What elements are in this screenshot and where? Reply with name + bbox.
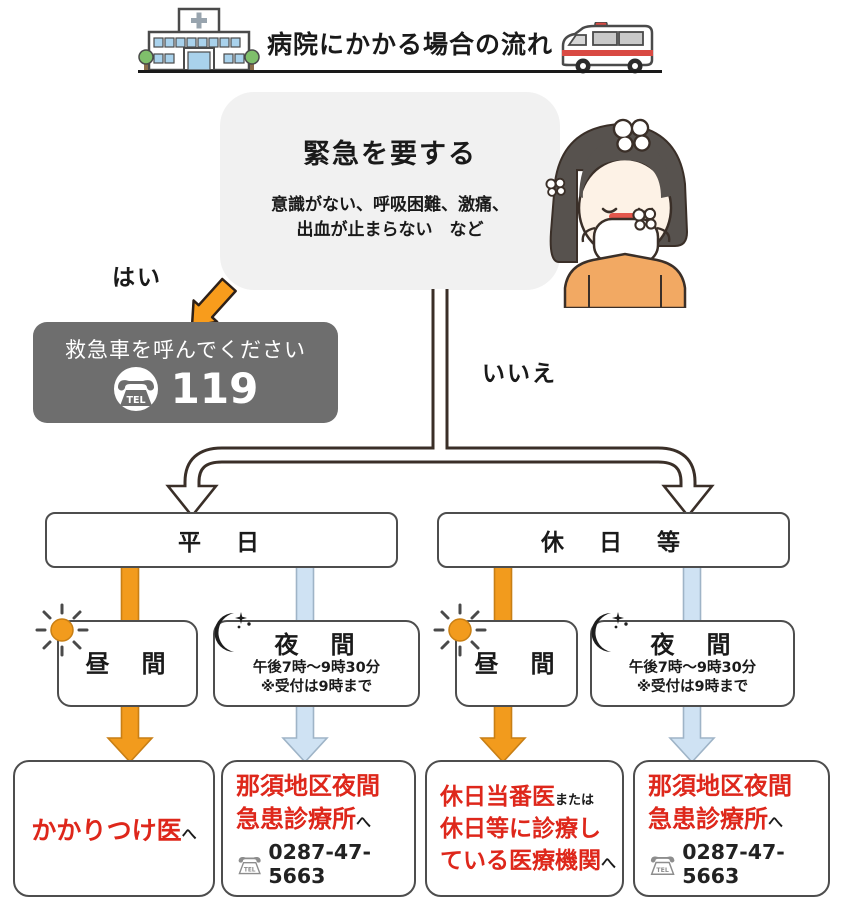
night-clinic-line1: 那須地区夜間 — [236, 771, 380, 800]
holiday-night-destination-box: 那須地区夜間 急患診療所へ TEL 0287-47-5663 — [633, 760, 830, 897]
night-clinic-phone-number: 0287-47-5663 — [682, 839, 785, 888]
telephone-icon-label: TEL — [244, 867, 256, 873]
weekday-daytime-destination-box: かかりつけ医へ — [13, 760, 215, 897]
night-clinic-phone-number: 0287-47-5663 — [268, 839, 371, 888]
holiday-daytime-box: 昼 間 — [455, 620, 578, 707]
night-clinic-phone-row: TEL 0287-47-5663 — [236, 840, 414, 888]
no-label: いいえ — [482, 361, 557, 387]
holiday-daytime-label: 昼 間 — [474, 649, 559, 678]
destination-suffix: へ — [768, 812, 784, 831]
telephone-icon: TEL — [113, 366, 158, 411]
holiday-doctor-note: または — [555, 792, 595, 808]
weekday-box: 平 日 — [45, 512, 398, 568]
yes-arrow — [190, 277, 237, 328]
decision-detail-line1: 意識がない、呼吸困難、激痛、 — [271, 195, 509, 215]
telephone-icon: TEL — [650, 855, 675, 875]
weekday-label: 平 日 — [178, 530, 265, 556]
sick-person-illustration — [549, 122, 689, 308]
telephone-icon: TEL — [238, 856, 261, 874]
page-title: 病院にかかる場合の流れ — [266, 30, 553, 59]
header-underline — [138, 70, 662, 73]
night-clinic-line2-row: 急患診療所へ — [648, 803, 828, 836]
weekday-night-hours: 午後7時～9時30分 — [252, 659, 381, 676]
decision-detail: 意識がない、呼吸困難、激痛、 出血が止まらない など — [220, 193, 560, 243]
destination-suffix: へ — [356, 812, 372, 831]
moon-icon — [591, 612, 628, 652]
night-clinic-line2-row: 急患診療所へ — [236, 803, 414, 836]
yes-label: はい — [112, 265, 162, 291]
destination-text: かかりつけ医へ — [31, 811, 196, 847]
call-ambulance-box: 救急車を呼んでください TEL 119 — [33, 322, 338, 423]
night-clinic-line1: 那須地区夜間 — [648, 771, 792, 800]
weekday-night-label: 夜 間 — [274, 630, 359, 659]
destination-suffix: へ — [181, 824, 197, 843]
night-clinic-line2: 急患診療所 — [648, 804, 768, 833]
decision-bubble: 緊急を要する 意識がない、呼吸困難、激痛、 出血が止まらない など — [220, 92, 560, 290]
weekday-daytime-box: 昼 間 — [57, 620, 198, 707]
ambulance-icon — [561, 22, 654, 74]
holiday-label: 休 日 等 — [541, 530, 686, 556]
holiday-night-hours: 午後7時～9時30分 — [628, 659, 757, 676]
weekday-night-note: ※受付は9時まで — [260, 678, 373, 695]
night-clinic-line2: 急患診療所 — [236, 804, 356, 833]
decision-detail-line2: 出血が止まらない など — [296, 220, 484, 240]
night-clinic-phone-row: TEL 0287-47-5663 — [648, 840, 828, 888]
moon-icon — [214, 612, 251, 652]
holiday-doctor-line2: 休日等に診療し — [440, 815, 601, 842]
telephone-icon-label: TEL — [656, 867, 668, 874]
telephone-icon-label: TEL — [126, 395, 145, 406]
holiday-box: 休 日 等 — [437, 512, 790, 568]
sun-icon — [433, 603, 487, 657]
holiday-doctor-line3-row: ている医療機関へ — [440, 845, 622, 877]
destination-suffix: へ — [601, 853, 617, 872]
holiday-doctor-line1-row: 休日当番医または — [440, 781, 622, 813]
weekday-night-destination-box: 那須地区夜間 急患診療所へ TEL 0287-47-5663 — [221, 760, 416, 897]
holiday-doctor-line1: 休日当番医 — [440, 783, 555, 810]
hospital-icon — [138, 7, 260, 72]
decision-heading: 緊急を要する — [303, 139, 477, 170]
emergency-number: 119 — [170, 363, 259, 413]
emergency-number-row: TEL 119 — [113, 363, 259, 413]
weekday-daytime-label: 昼 間 — [85, 649, 170, 678]
holiday-night-label: 夜 間 — [650, 630, 735, 659]
sun-icon — [35, 603, 89, 657]
holiday-doctor-line3: ている医療機関 — [440, 847, 601, 874]
weekday-night-box: 夜 間 午後7時～9時30分 ※受付は9時まで — [213, 620, 420, 707]
call-ambulance-message: 救急車を呼んでください — [65, 337, 306, 362]
primary-doctor-label: かかりつけ医 — [31, 815, 182, 845]
holiday-night-box: 夜 間 午後7時～9時30分 ※受付は9時まで — [590, 620, 795, 707]
holiday-daytime-destination-box: 休日当番医または 休日等に診療し ている医療機関へ — [425, 760, 624, 897]
holiday-night-note: ※受付は9時まで — [636, 678, 749, 695]
